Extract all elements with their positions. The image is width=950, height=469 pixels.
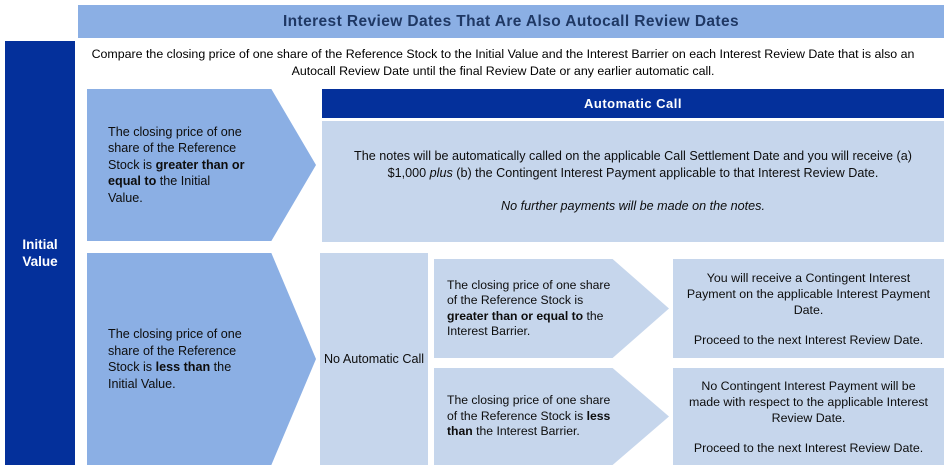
automatic-call-body-text: The notes will be automatically called o…	[344, 148, 922, 182]
branch-lt-initial-text-bold: less than	[155, 360, 211, 374]
automatic-call-body-italic: plus	[429, 166, 453, 180]
branch-lt-barrier-text: The closing price of one share of the Re…	[447, 393, 611, 440]
no-automatic-call-box: No Automatic Call	[320, 253, 428, 465]
diagram-title: Interest Review Dates That Are Also Auto…	[78, 5, 944, 38]
branch-ge-barrier-text-post: the Interest Barrier.	[447, 308, 604, 339]
branch-ge-barrier-text: The closing price of one share of the Re…	[447, 278, 611, 340]
initial-value-bar: Initial Value	[5, 41, 75, 465]
branch-lt-initial-text-post: the Initial Value.	[108, 360, 232, 391]
outcome-contingent-interest-payment: You will receive a Contingent Interest P…	[673, 259, 944, 358]
automatic-call-note: No further payments will be made on the …	[501, 199, 765, 213]
branch-lt-barrier-text-bold: less than	[447, 408, 611, 439]
branch-lt-barrier-text-pre: The closing price of one share of the Re…	[447, 393, 611, 423]
branch-ge-barrier-text-pre: The closing price of one share of the Re…	[447, 277, 611, 308]
branch-lt-barrier-text-post: the Interest Barrier.	[472, 424, 580, 439]
branch-greater-equal-interest-barrier: The closing price of one share of the Re…	[434, 259, 669, 358]
outcome-nopay-line2: Proceed to the next Interest Review Date…	[693, 440, 924, 455]
outcome-no-contingent-interest-payment: No Contingent Interest Payment will be m…	[673, 368, 944, 465]
branch-ge-initial-text-pre: The closing price of one share of the Re…	[108, 124, 242, 172]
outcome-pay-line1: You will receive a Contingent Interest P…	[686, 270, 931, 317]
automatic-call-body-pre: The notes will be automatically called o…	[354, 149, 912, 180]
branch-ge-initial-text: The closing price of one share of the Re…	[108, 124, 246, 207]
outcome-nopay-line1: No Contingent Interest Payment will be m…	[689, 378, 928, 425]
branch-lt-initial-text: The closing price of one share of the Re…	[108, 326, 246, 392]
branch-less-than-interest-barrier: The closing price of one share of the Re…	[434, 368, 669, 465]
branch-less-than-initial-value: The closing price of one share of the Re…	[87, 253, 316, 465]
branch-ge-initial-text-bold: greater than or equal to	[108, 157, 245, 189]
automatic-call-body: The notes will be automatically called o…	[322, 121, 944, 242]
outcome-pay-line2: Proceed to the next Interest Review Date…	[693, 332, 924, 347]
automatic-call-header: Automatic Call	[322, 89, 944, 118]
automatic-call-body-post: (b) the Contingent Interest Payment appl…	[452, 166, 879, 180]
intro-paragraph: Compare the closing price of one share o…	[91, 47, 915, 78]
branch-ge-barrier-text-bold: greater than or equal to	[447, 308, 584, 323]
branch-greater-equal-initial-value: The closing price of one share of the Re…	[87, 89, 316, 241]
branch-ge-initial-text-post: the Initial Value.	[108, 174, 211, 205]
branch-lt-initial-text-pre: The closing price of one share of the Re…	[108, 327, 242, 374]
